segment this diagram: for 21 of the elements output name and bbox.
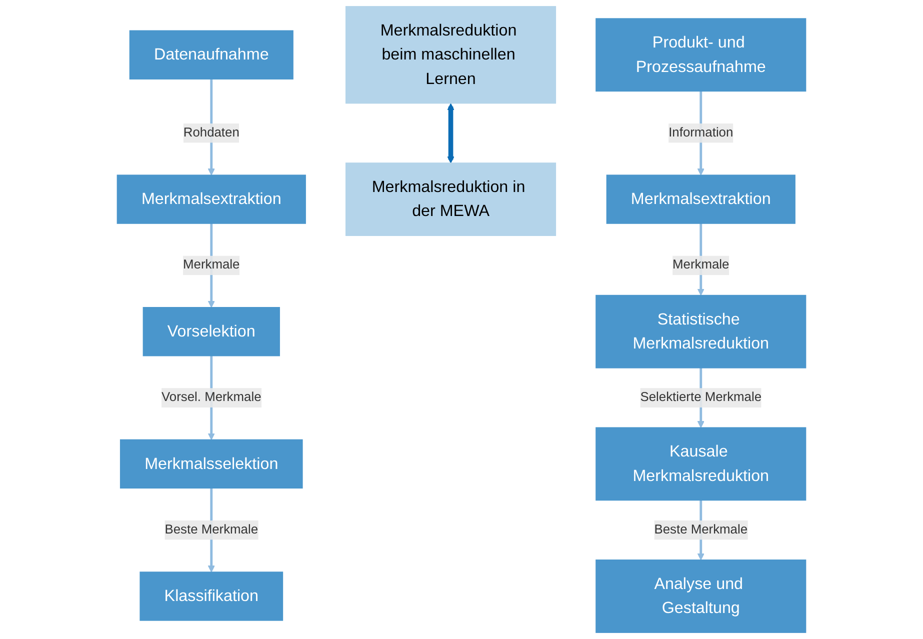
node-box: Merkmalsreduktion beim maschinellen Lernen: [345, 6, 556, 104]
node-box: Datenaufnahme: [129, 30, 294, 80]
edge-label: Vorsel. Merkmale: [162, 390, 262, 404]
node-box: Analyse und Gestaltung: [596, 560, 806, 633]
edge-label: Merkmale: [183, 258, 240, 272]
node-box: Vorselektion: [142, 307, 280, 356]
node-box: Statistische Merkmalsreduktion: [596, 294, 806, 368]
node-box: Kausale Merkmalsreduktion: [596, 427, 806, 501]
edge-label: Information: [668, 126, 734, 140]
edge-label: Selektierte Merkmale: [640, 390, 762, 404]
edge-label: Merkmale: [672, 258, 730, 272]
edge-label: Beste Merkmale: [654, 522, 748, 537]
node-box: Merkmalsreduktion in der MEWA: [345, 162, 556, 236]
node-box: Merkmalsextraktion: [116, 174, 306, 224]
node-box: Merkmalsselektion: [120, 439, 303, 489]
edge-label: Rohdaten: [183, 126, 240, 140]
node-box: Merkmalsextraktion: [606, 174, 796, 224]
edge-label: Beste Merkmale: [164, 522, 258, 537]
node-box: Produkt- und Prozessaufnahme: [596, 18, 806, 92]
node-box: Klassifikation: [140, 572, 284, 621]
arrow: [447, 103, 454, 164]
